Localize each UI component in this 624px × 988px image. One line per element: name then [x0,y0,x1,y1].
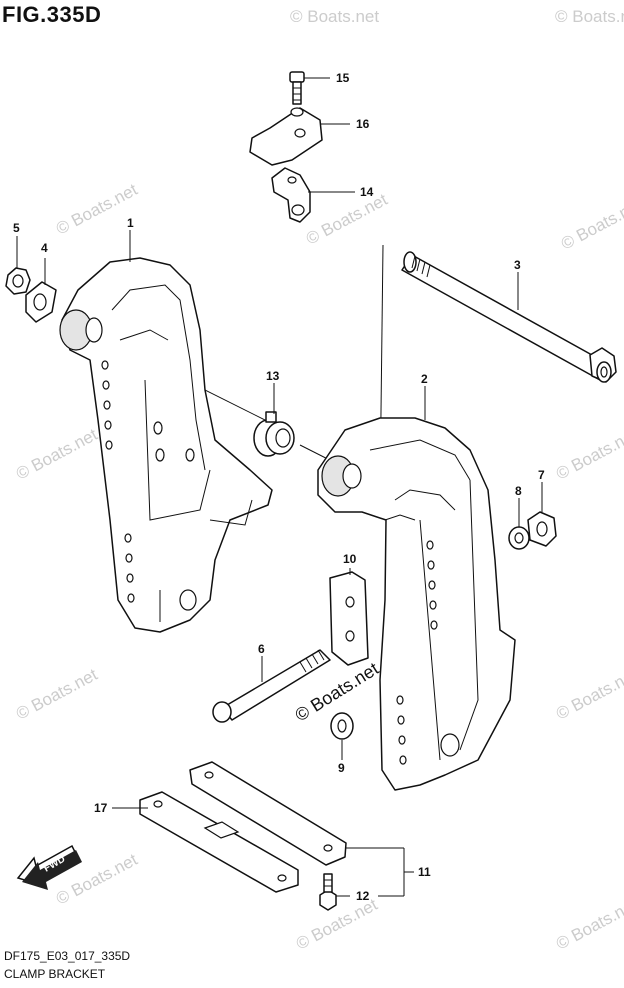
part-16-plate [249,107,323,166]
part-4-washer [25,281,57,323]
callout-9: 9 [338,761,345,775]
watermark-1: © Boats.net [290,7,379,26]
callout-7: 7 [538,468,545,482]
part-9-washer [330,712,354,740]
watermark-5: © Boats.net [558,195,624,254]
part-17-pad [139,791,299,893]
figure-caption: CLAMP BRACKET [4,967,106,981]
part-11-pad [189,761,347,866]
fwd-arrow-icon: FWD [16,844,82,890]
part-3-tilt-tube [401,251,617,383]
callout-14: 14 [360,185,374,199]
callout-8: 8 [515,484,522,498]
part-5-nut [5,267,31,295]
callout-10: 10 [343,552,357,566]
callout-12: 12 [356,889,370,903]
watermark-4: © Boats.net [303,190,391,249]
part-10-plate [329,571,369,666]
watermark-12: © Boats.net [553,895,624,954]
callout-13: 13 [266,369,280,383]
watermark-9: © Boats.net [553,665,624,724]
callouts: 1 2 3 4 5 6 7 8 9 10 11 12 13 14 15 16 1… [13,71,545,903]
part-7-nut [527,511,557,547]
watermark-8: © Boats.net [13,665,101,724]
part-13-bushing [253,411,295,457]
watermark-11: © Boats.net [293,895,381,954]
callout-6: 6 [258,642,265,656]
part-6-bolt [212,649,331,723]
callout-4: 4 [41,241,48,255]
part-1-clamp-bracket-left [59,257,273,633]
figure-title: FIG.335D [2,2,102,27]
callout-3: 3 [514,258,521,272]
callout-2: 2 [421,372,428,386]
watermark-2: © Boats.net [555,7,624,26]
part-2-clamp-bracket-right [317,417,516,791]
part-8-washer [508,526,530,550]
callout-1: 1 [127,216,134,230]
watermark-7: © Boats.net [553,425,624,484]
part-12-screw [319,873,337,911]
callout-11: 11 [418,865,431,879]
callout-17: 17 [94,801,108,815]
callout-15: 15 [336,71,350,85]
leader-lines [16,77,543,897]
callout-16: 16 [356,117,370,131]
watermark-6: © Boats.net [13,425,101,484]
callout-5: 5 [13,221,20,235]
figure-code: DF175_E03_017_335D [4,949,131,963]
part-15-bolt [289,71,305,105]
part-14-bracket [271,167,311,223]
